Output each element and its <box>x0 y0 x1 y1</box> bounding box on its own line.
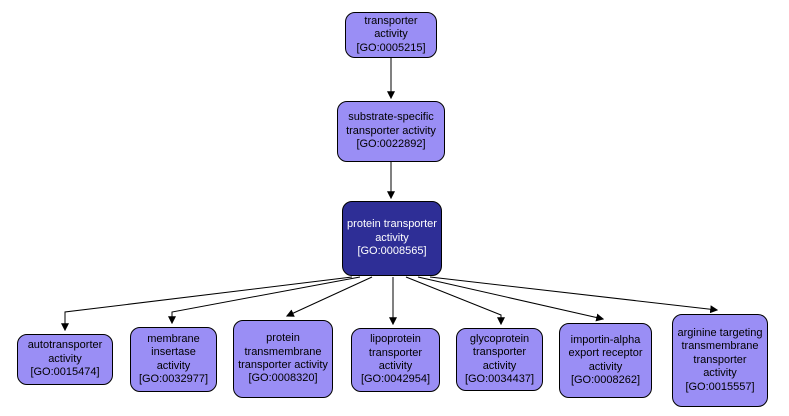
go-term-label: substrate-specific transporter activity <box>346 111 436 137</box>
go-term-id: [GO:0008565] <box>357 245 427 258</box>
go-term-label: importin-alpha export receptor activity <box>568 333 643 373</box>
edge-to-arginine-targeting <box>429 276 719 314</box>
edge-to-importin-alpha <box>417 276 605 322</box>
go-term-id: [GO:0015557] <box>685 380 755 393</box>
go-term-id: [GO:0005215] <box>356 41 426 54</box>
go-term-id: [GO:0015474] <box>30 366 100 379</box>
go-term-id: [GO:0022892] <box>356 138 426 151</box>
edge-to-autotransporter <box>61 276 353 332</box>
go-term-id: [GO:0008320] <box>248 372 318 385</box>
go-term-label: glycoprotein transporter activity <box>469 332 530 372</box>
edge-to-protein-transmembrane <box>285 276 373 317</box>
go-node-protein-transmembrane-transporter-activity[interactable]: protein transmembrane transporter activi… <box>233 320 333 398</box>
go-term-label: autotransporter activity <box>27 339 103 365</box>
go-term-label: lipoprotein transporter activity <box>368 333 423 372</box>
go-node-protein-transporter-activity-selected[interactable]: protein transporter activity [GO:0008565… <box>342 201 442 276</box>
go-node-importin-alpha-export-receptor-activity[interactable]: importin-alpha export receptor activity … <box>559 323 652 398</box>
go-term-label: arginine targeting transmembrane transpo… <box>677 326 763 380</box>
go-node-autotransporter-activity[interactable]: autotransporter activity [GO:0015474] <box>17 334 113 385</box>
go-node-lipoprotein-transporter-activity[interactable]: lipoprotein transporter activity [GO:004… <box>351 328 440 392</box>
go-node-glycoprotein-transporter-activity[interactable]: glycoprotein transporter activity [GO:00… <box>456 328 543 391</box>
go-term-id: [GO:0008262] <box>570 373 641 386</box>
edge-to-glycoprotein <box>405 276 505 326</box>
go-term-label: protein transporter activity <box>347 218 437 244</box>
go-term-id: [GO:0032977] <box>138 372 209 385</box>
go-node-substrate-specific-transporter-activity[interactable]: substrate-specific transporter activity … <box>337 101 445 162</box>
go-term-label: transporter activity <box>364 14 418 41</box>
go-node-arginine-targeting-transmembrane-transporter-activity[interactable]: arginine targeting transmembrane transpo… <box>672 314 768 407</box>
go-term-id: [GO:0042954] <box>360 373 431 386</box>
go-node-membrane-insertase-activity[interactable]: membrane insertase activity [GO:0032977] <box>130 327 217 392</box>
edge-to-membrane-insertase <box>168 276 361 325</box>
go-node-transporter-activity[interactable]: transporter activity [GO:0005215] <box>345 12 437 58</box>
go-term-label: membrane insertase activity <box>147 332 200 372</box>
go-term-label: protein transmembrane transporter activi… <box>238 332 328 371</box>
go-term-id: [GO:0034437] <box>464 372 535 385</box>
